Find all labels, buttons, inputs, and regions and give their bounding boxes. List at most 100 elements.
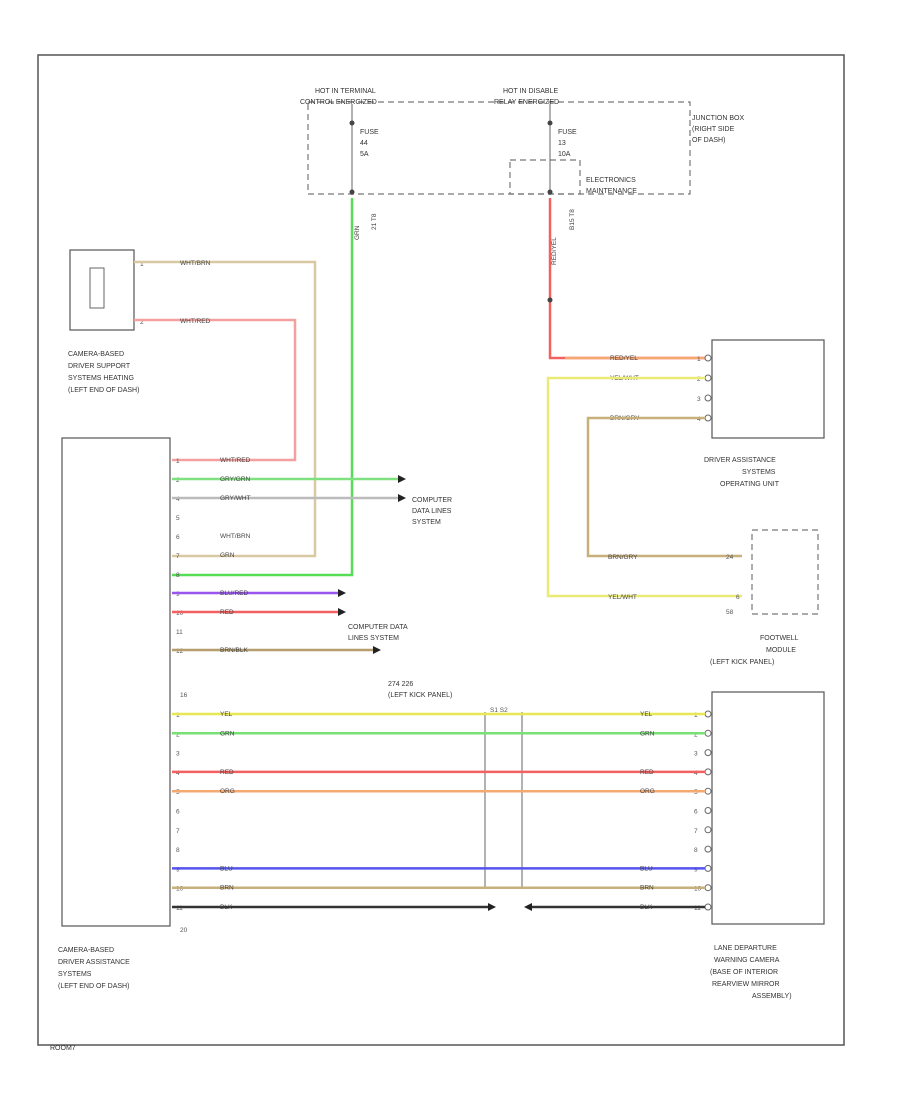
wire-grn-fuse-to-camera	[172, 198, 354, 577]
lane-left-pin-1: 1	[176, 712, 180, 719]
camera-wire-label-7: GRN	[220, 552, 235, 559]
ground-line1: 274 226	[388, 681, 413, 688]
footwell-connector: 58	[726, 609, 734, 616]
lane-pin-socket-8	[704, 845, 712, 853]
fuse-right-node-top	[547, 120, 553, 126]
lane-wire-label-right-11: BLK	[640, 904, 653, 911]
splice-label: S1 S2	[490, 707, 508, 714]
hot-terminal-line1: HOT IN TERMINAL	[315, 88, 376, 95]
left-drop-pin-label: 21 T8	[371, 213, 378, 230]
lane-camera-label-5: ASSEMBLY)	[752, 993, 792, 1000]
op-pin-socket-2	[704, 374, 712, 382]
lane-wire-label-left-2: GRN	[220, 730, 235, 737]
lane-wire-label-right-5: ORG	[640, 788, 655, 795]
wire-brn-gry-op-to-footwell	[586, 416, 742, 558]
data-lines-2-line1: COMPUTER DATA	[348, 624, 408, 631]
left-drop-wire-label: GRN	[354, 225, 361, 240]
fuse-left-node-top	[349, 120, 355, 126]
electronics-line2: MAINTENANCE	[586, 188, 637, 195]
lane-pin-socket-5	[704, 787, 712, 795]
lane-wire-label-right-10: BRN	[640, 885, 654, 892]
lane-right-pin-8: 8	[694, 847, 698, 854]
operating-unit-label-1: DRIVER ASSISTANCE	[704, 457, 776, 464]
lane-wire-label-left-10: BRN	[220, 885, 234, 892]
footwell-pin-24: 24	[726, 554, 734, 561]
lane-wire-label-left-4: RED	[220, 769, 234, 776]
footwell-module-outline	[751, 529, 819, 615]
electronics-box-outline	[509, 159, 581, 195]
op-pin-3: 3	[697, 396, 701, 403]
wire-arrow-12	[373, 646, 381, 654]
camera-wire-label-10: RED	[220, 609, 234, 616]
footwell-wire-2: YEL/WHT	[608, 594, 637, 601]
fuse-right-title: FUSE	[558, 129, 577, 136]
camera-wire-label-2: GRY/GRN	[220, 476, 251, 483]
lane-left-pin-4: 4	[176, 770, 180, 777]
camera-connector-mid: 16	[180, 692, 188, 699]
lane-left-pin-6: 6	[176, 809, 180, 816]
operating-unit-label-2: SYSTEMS	[742, 469, 776, 476]
lane-right-pin-6: 6	[694, 809, 698, 816]
heater-label-1: CAMERA-BASED	[68, 351, 124, 358]
lane-right-pin-1: 1	[694, 712, 698, 719]
data-lines-1-line1: COMPUTER	[412, 497, 452, 504]
lane-wire-arrow-left-11	[488, 903, 496, 911]
lane-camera-label-1: LANE DEPARTURE	[714, 945, 777, 952]
lane-wire-label-right-1: YEL	[640, 711, 653, 718]
footwell-label-3: (LEFT KICK PANEL)	[710, 659, 774, 666]
lane-wire-label-left-11: BLK	[220, 904, 233, 911]
lane-camera-label-2: WARNING CAMERA	[714, 957, 780, 964]
camera-module-label-4: (LEFT END OF DASH)	[58, 983, 129, 990]
camera-pin-11: 11	[176, 629, 183, 636]
wire-wht-brn-heater	[134, 260, 317, 558]
camera-connector-bottom: 20	[180, 927, 188, 934]
wire-arrow-4	[398, 494, 406, 502]
heater-pin-2: 2	[140, 319, 144, 326]
lane-right-pin-4: 4	[694, 770, 698, 777]
footwell-wire-1: BRN/GRY	[608, 554, 638, 561]
camera-module-label-3: SYSTEMS	[58, 971, 92, 978]
fuse-right-rating: 10A	[558, 151, 571, 158]
junction-box-outline	[307, 101, 691, 195]
camera-pin-1: 1	[176, 458, 180, 465]
lane-pin-socket-3	[704, 749, 712, 757]
data-lines-1-line3: SYSTEM	[412, 519, 441, 526]
camera-pin-6: 6	[176, 534, 180, 541]
wire-arrow-10	[338, 608, 346, 616]
op-pin-socket-3	[704, 394, 712, 402]
junction-box-line1: JUNCTION BOX	[692, 115, 744, 122]
lane-left-pin-5: 5	[176, 789, 180, 796]
heater-label-4: (LEFT END OF DASH)	[68, 387, 139, 394]
electronics-line1: ELECTRONICS	[586, 177, 636, 184]
camera-pin-2: 2	[176, 477, 180, 484]
heater-wire-2-label: WHT/RED	[180, 318, 211, 325]
camera-module-label-1: CAMERA-BASED	[58, 947, 114, 954]
heater-element	[89, 267, 105, 309]
lane-left-pin-10: 10	[176, 886, 184, 893]
fuse-right-node-bottom	[547, 189, 553, 195]
lane-camera-component	[711, 691, 825, 925]
op-pin-socket-1	[704, 354, 712, 362]
camera-module-component	[61, 437, 171, 927]
camera-wire-label-6: WHT/BRN	[220, 533, 251, 540]
corner-code: ROOM7	[50, 1045, 76, 1052]
lane-camera-label-4: REARVIEW MIRROR	[712, 981, 780, 988]
lane-left-pin-8: 8	[176, 847, 180, 854]
lane-pin-socket-11	[704, 903, 712, 911]
camera-pin-7: 7	[176, 553, 180, 560]
lane-pin-socket-9	[704, 864, 712, 872]
hot-relay-line1: HOT IN DISABLE	[503, 88, 558, 95]
lane-pin-socket-1	[704, 710, 712, 718]
lane-pin-socket-2	[704, 729, 712, 737]
op-pin-4: 4	[697, 416, 701, 423]
fuse-left-rating: 5A	[360, 151, 369, 158]
camera-pin-12: 12	[176, 648, 184, 655]
lane-camera-label-3: (BASE OF INTERIOR	[710, 969, 778, 976]
camera-pin-5: 5	[176, 515, 180, 522]
hot-relay-line2: RELAY ENERGIZED	[494, 99, 559, 106]
camera-wire-label-9: BLU/RED	[220, 590, 248, 597]
heater-pin-1: 1	[140, 261, 144, 268]
lane-left-pin-2: 2	[176, 731, 180, 738]
